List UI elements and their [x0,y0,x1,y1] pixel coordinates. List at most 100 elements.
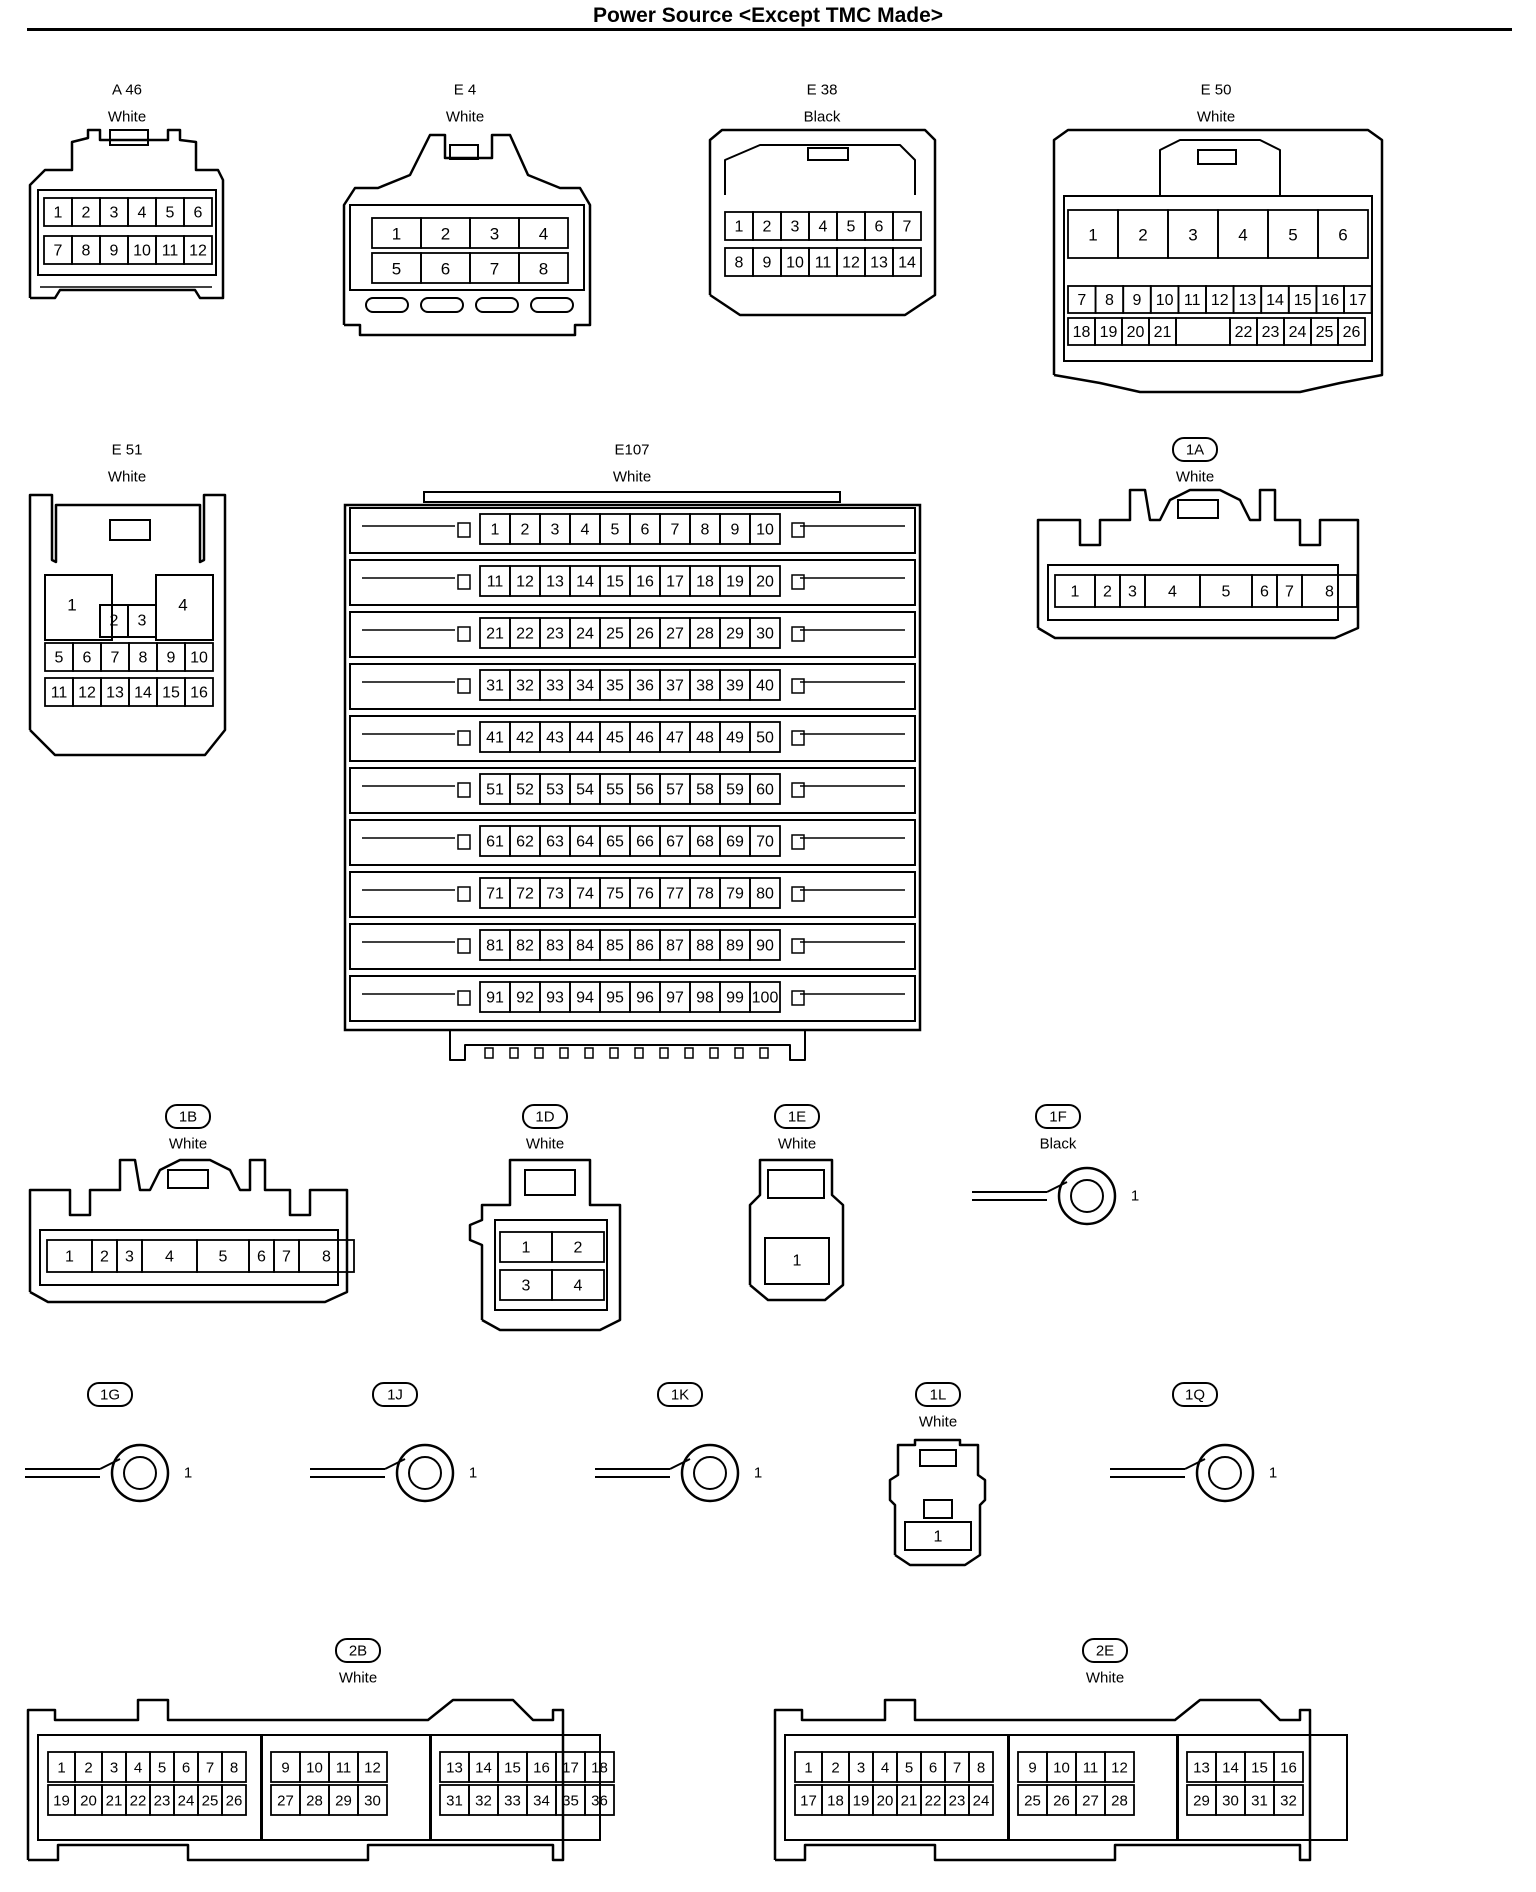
pin-label: 18 [1073,324,1091,341]
pin-label: 60 [756,782,774,799]
pin-label: 13 [106,685,124,702]
pin-label: 23 [949,1793,966,1810]
pin-label: 16 [1280,1760,1297,1777]
pin-label: 2 [521,522,530,539]
pin-label: 15 [162,685,180,702]
pin-label: 85 [606,938,624,955]
pin-label: 35 [606,678,624,695]
pin-label: 33 [546,678,564,695]
connector-id: E 50 [1201,82,1232,99]
pin-label: 20 [1127,324,1145,341]
pin-label: 19 [726,574,744,591]
pin-label: 8 [735,255,744,272]
pin-label: 11 [815,255,832,272]
pin-label: 26 [226,1793,243,1810]
pin-label: 7 [206,1760,214,1777]
pin-label: 2 [574,1240,583,1257]
pin-label: 4 [1238,226,1247,245]
pin-label: 10 [190,650,208,667]
pin-label: 44 [576,730,594,747]
pin-label: 17 [666,574,684,591]
pin-label: 24 [576,626,594,643]
pin-label: 62 [516,834,534,851]
pin-label: 21 [486,626,504,643]
pin-label: 96 [636,990,654,1007]
pin-label: 1 [804,1760,812,1777]
pin-label: 3 [522,1278,531,1295]
pin-label: 32 [516,678,534,695]
pin-label: 19 [853,1793,870,1810]
pin-label: 25 [1024,1793,1041,1810]
pin-label: 9 [1028,1760,1036,1777]
pin-label: 3 [791,219,800,236]
connector-1q: 1Q1 [1110,1382,1277,1503]
connector-color: White [339,1670,377,1687]
pin-label: 9 [281,1760,289,1777]
pin-label: 31 [446,1793,463,1810]
pin-label: 3 [1128,584,1137,601]
pin-label: 81 [486,938,504,955]
pin-label: 21 [1154,324,1172,341]
pin-label: 15 [606,574,624,591]
pin-label: 3 [138,613,147,630]
pin-label: 70 [756,834,774,851]
pin-label: 37 [666,678,684,695]
pin-label: 95 [606,990,624,1007]
pin-label: 34 [533,1793,550,1810]
pin-label: 11 [51,685,68,702]
pin-label: 12 [1111,1760,1128,1777]
pin-label: 11 [487,574,504,591]
pin-label: 8 [139,650,148,667]
pin-label: 16 [1321,292,1339,309]
pin-label: 8 [82,243,91,260]
pin-label: 7 [111,650,120,667]
pin-label: 33 [504,1793,521,1810]
pin-label: 52 [516,782,534,799]
pin-label: 34 [576,678,594,695]
pin-label: 7 [490,260,499,279]
pin-label: 18 [827,1793,844,1810]
pin-label: 26 [636,626,654,643]
pin-label: 53 [546,782,564,799]
pin-label: 12 [78,685,96,702]
pin-label: 24 [178,1793,195,1810]
pin-label: 14 [1266,292,1284,309]
pin-label: 24 [1289,324,1307,341]
pin-label: 8 [977,1760,985,1777]
pin-label: 15 [1294,292,1312,309]
pin-label: 4 [178,596,187,615]
pin-label: 5 [905,1760,913,1777]
connector-id: 1Q [1185,1387,1205,1404]
pin-label: 72 [516,886,534,903]
pin-label: 10 [786,255,804,272]
connector-id: 1F [1049,1109,1067,1126]
pin-label: 28 [696,626,714,643]
pin-label: 25 [606,626,624,643]
pin-label: 83 [546,938,564,955]
pin-label: 69 [726,834,744,851]
pin-label: 17 [1349,292,1367,309]
pin-label: 15 [504,1760,521,1777]
pin-label: 9 [110,243,119,260]
pin-label: 27 [277,1793,294,1810]
pin-label: 61 [486,834,504,851]
pin-label: 59 [726,782,744,799]
pin-label: 48 [696,730,714,747]
pin-label: 43 [546,730,564,747]
connector-color: White [919,1414,957,1431]
pin-label: 67 [666,834,684,851]
title-rule [27,28,1512,31]
pin-label: 14 [576,574,594,591]
pin-label: 20 [756,574,774,591]
pin-label: 14 [134,685,152,702]
pin-label: 7 [54,243,63,260]
pin-label: 94 [576,990,594,1007]
pin-label: 82 [516,938,534,955]
pin-label: 5 [158,1760,166,1777]
